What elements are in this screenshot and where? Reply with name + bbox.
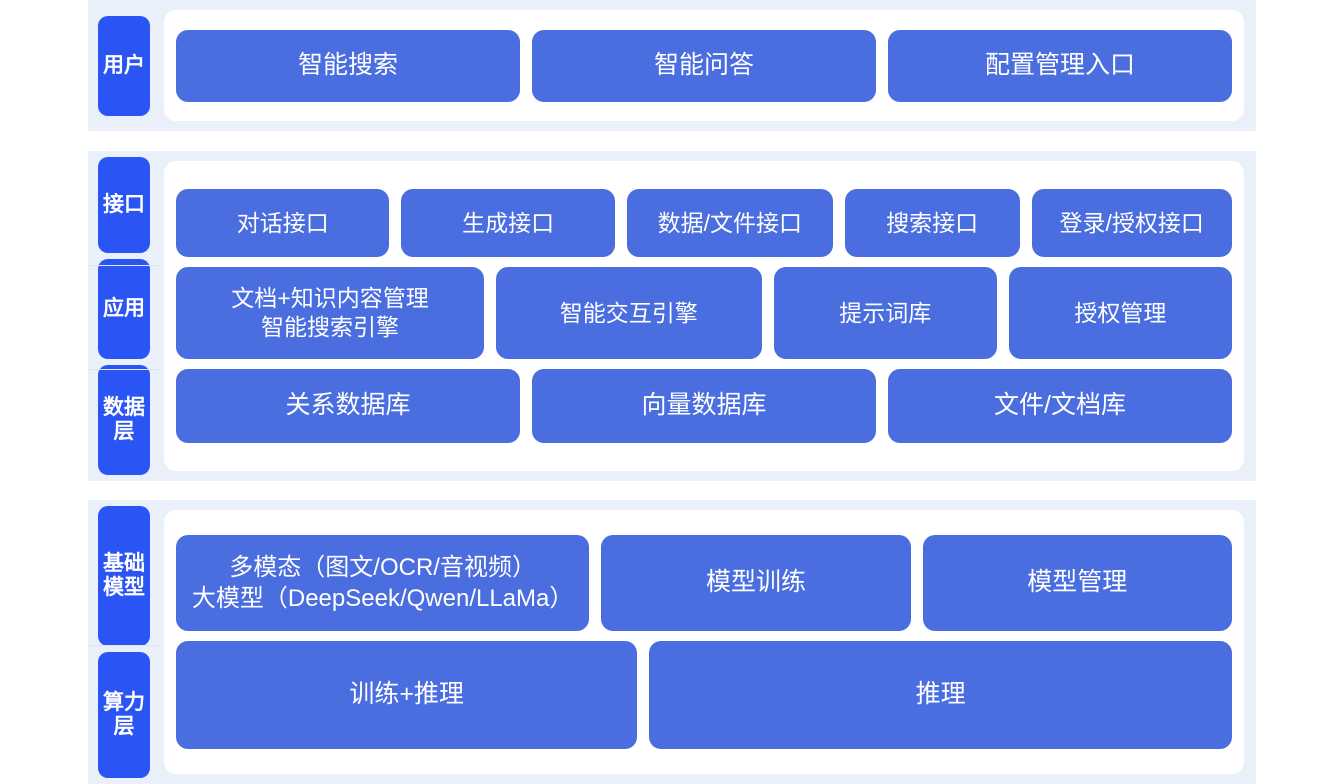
layer-tab-foundation-model-label: 基础模型 bbox=[103, 552, 145, 599]
layer-label-strip-middle: 接口 应用 数据层 bbox=[88, 151, 160, 481]
layer-tab-user-label: 用户 bbox=[103, 53, 145, 77]
box-file-document-store[interactable]: 文件/文档库 bbox=[888, 369, 1232, 443]
layer-label-strip-foundation: 基础模型 算力层 bbox=[88, 500, 160, 784]
box-search-api[interactable]: 搜索接口 bbox=[844, 189, 1020, 257]
strip-divider-app-data bbox=[88, 369, 160, 370]
strip-divider-model-compute bbox=[88, 645, 160, 646]
layer-tab-data-label: 数据层 bbox=[103, 396, 145, 443]
row-user: 智能搜索 智能问答 配置管理入口 bbox=[176, 29, 1232, 102]
box-smart-search[interactable]: 智能搜索 bbox=[176, 29, 520, 102]
section-middle: 接口 应用 数据层 对话接口 生成接口 数据/文件接口 搜索接口 登录/授权接口… bbox=[88, 151, 1256, 481]
box-model-management[interactable]: 模型管理 bbox=[922, 535, 1232, 631]
box-config-management-entry[interactable]: 配置管理入口 bbox=[888, 29, 1232, 102]
card-foundation: 多模态（图文/OCR/音视频） 大模型（DeepSeek/Qwen/LLaMa）… bbox=[164, 510, 1244, 774]
row-foundation-model: 多模态（图文/OCR/音视频） 大模型（DeepSeek/Qwen/LLaMa）… bbox=[176, 535, 1232, 631]
box-login-auth-api[interactable]: 登录/授权接口 bbox=[1031, 189, 1232, 257]
row-data: 关系数据库 向量数据库 文件/文档库 bbox=[176, 369, 1232, 443]
section-user: 用户 智能搜索 智能问答 配置管理入口 bbox=[88, 0, 1256, 131]
section-foundation: 基础模型 算力层 多模态（图文/OCR/音视频） 大模型（DeepSeek/Qw… bbox=[88, 500, 1256, 784]
card-middle: 对话接口 生成接口 数据/文件接口 搜索接口 登录/授权接口 文档+知识内容管理… bbox=[164, 161, 1244, 471]
box-authorization-management[interactable]: 授权管理 bbox=[1008, 267, 1233, 359]
box-inference[interactable]: 推理 bbox=[649, 641, 1232, 749]
layer-tab-compute[interactable]: 算力层 bbox=[98, 652, 150, 778]
box-multimodal-large-model[interactable]: 多模态（图文/OCR/音视频） 大模型（DeepSeek/Qwen/LLaMa） bbox=[176, 535, 590, 631]
layer-tab-data[interactable]: 数据层 bbox=[98, 365, 150, 475]
layer-tab-foundation-model[interactable]: 基础模型 bbox=[98, 506, 150, 646]
row-application: 文档+知识内容管理 智能搜索引擎 智能交互引擎 提示词库 授权管理 bbox=[176, 267, 1233, 359]
box-chat-api[interactable]: 对话接口 bbox=[176, 189, 390, 257]
box-relational-database[interactable]: 关系数据库 bbox=[176, 369, 520, 443]
box-smart-qa[interactable]: 智能问答 bbox=[532, 29, 876, 102]
box-training-inference[interactable]: 训练+推理 bbox=[176, 641, 638, 749]
strip-divider-api-app bbox=[88, 265, 160, 266]
row-api: 对话接口 生成接口 数据/文件接口 搜索接口 登录/授权接口 bbox=[176, 189, 1232, 257]
box-prompt-library[interactable]: 提示词库 bbox=[773, 267, 997, 359]
box-smart-interaction-engine[interactable]: 智能交互引擎 bbox=[495, 267, 762, 359]
layer-label-strip-user: 用户 bbox=[88, 0, 160, 131]
layer-tab-application[interactable]: 应用 bbox=[98, 259, 150, 359]
box-data-file-api[interactable]: 数据/文件接口 bbox=[626, 189, 833, 257]
box-model-training[interactable]: 模型训练 bbox=[601, 535, 911, 631]
layer-tab-application-label: 应用 bbox=[103, 297, 145, 321]
row-compute: 训练+推理 推理 bbox=[176, 641, 1232, 749]
layer-tab-api[interactable]: 接口 bbox=[98, 157, 150, 253]
layer-tab-compute-label: 算力层 bbox=[103, 691, 145, 738]
layer-tab-api-label: 接口 bbox=[103, 193, 145, 217]
layer-tab-user[interactable]: 用户 bbox=[98, 15, 150, 116]
box-doc-knowledge-management[interactable]: 文档+知识内容管理 智能搜索引擎 bbox=[176, 267, 484, 359]
box-generation-api[interactable]: 生成接口 bbox=[401, 189, 615, 257]
box-vector-database[interactable]: 向量数据库 bbox=[532, 369, 876, 443]
card-user: 智能搜索 智能问答 配置管理入口 bbox=[164, 10, 1244, 121]
